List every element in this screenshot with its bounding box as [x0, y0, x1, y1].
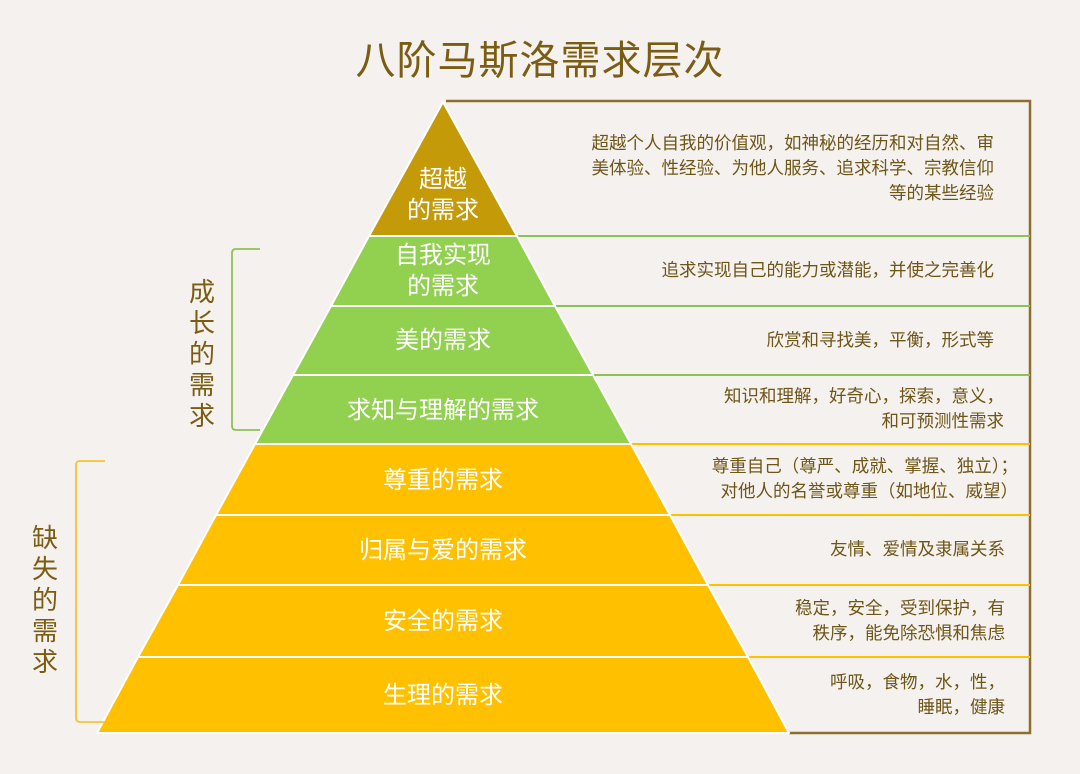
description-esteem: 尊重自己（尊严、成就、掌握、独立）； 对他人的名誉或尊重（如地位、威望）	[711, 457, 1018, 502]
level-label-safety: 安全的需求	[383, 607, 503, 635]
description-aesthetic: 欣赏和寻找美，平衡，形式等	[766, 330, 995, 351]
description-belonging: 友情、爱情及隶属关系	[830, 540, 1005, 560]
description-cognitive: 知识和理解，好奇心，探索，意义， 和可预测性需求	[724, 387, 1004, 432]
level-label-transcendence: 超越 的需求	[407, 165, 479, 224]
level-label-belonging: 归属与爱的需求	[359, 536, 527, 564]
diagram-title: 八阶马斯洛需求层次	[355, 38, 725, 84]
table-border	[446, 99, 1032, 735]
level-label-physiological: 生理的需求	[383, 681, 503, 709]
growth-needs-label: 成长的需求	[188, 278, 215, 432]
level-label-esteem: 尊重的需求	[383, 465, 503, 494]
pyramid-level-physiological	[96, 656, 790, 734]
description-self-actualization: 追求实现自己的能力或潜能，并使之完善化	[661, 261, 995, 281]
level-label-self-actualization: 自我实现 的需求	[395, 241, 491, 300]
deficiency-needs-label: 缺失的需求	[31, 524, 58, 678]
growth-bracket	[231, 248, 260, 431]
deficiency-bracket	[75, 460, 105, 723]
description-safety: 稳定，安全，受到保护，有 秩序，能免除恐惧和焦虑	[795, 598, 1005, 644]
level-label-cognitive: 求知与理解的需求	[347, 395, 539, 424]
description-physiological: 呼吸，食物，水，性， 睡眠，健康	[830, 672, 1005, 718]
level-label-aesthetic: 美的需求	[395, 325, 491, 354]
description-transcendence: 超越个人自我的价值观，如神秘的经历和对自然、审 美体验、性经验、为他人服务、追求…	[591, 133, 995, 204]
